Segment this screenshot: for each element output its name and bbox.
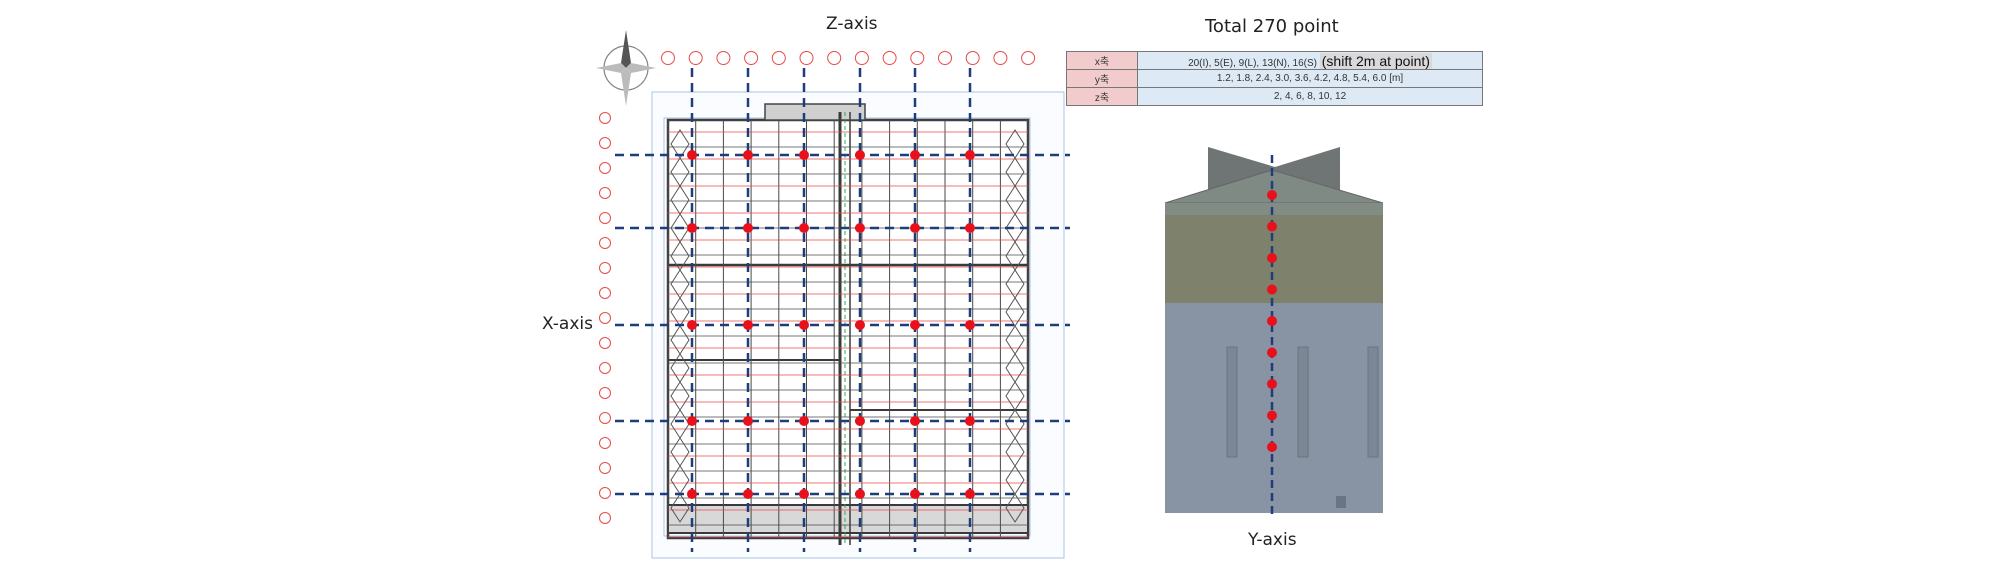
measurement-point (965, 416, 975, 426)
elevation-view (1164, 147, 1384, 513)
measurement-point (965, 150, 975, 160)
measurement-legend-table: x축 20(I), 5(E), 9(L), 13(N), 16(S) (shif… (1066, 51, 1483, 106)
grid-bubble-left (599, 162, 611, 174)
elevation-point (1267, 253, 1277, 263)
grid-bubble-left (599, 437, 611, 449)
grid-bubble-left (599, 337, 611, 349)
legend-value: 20(I), 5(E), 9(L), 13(N), 16(S) (shift 2… (1137, 51, 1483, 70)
measurement-point (799, 489, 809, 499)
elevation-point (1267, 379, 1277, 389)
grid-bubble-top (688, 51, 703, 65)
elevation-point (1267, 442, 1277, 452)
grid-bubble-left (599, 487, 611, 499)
measurement-point (965, 489, 975, 499)
measurement-point (799, 416, 809, 426)
legend-key: z축 (1066, 87, 1138, 106)
grid-bubble-top (716, 51, 731, 65)
grid-bubble-left (599, 462, 611, 474)
legend-value-text: 20(I), 5(E), 9(L), 13(N), 16(S) (1188, 57, 1317, 69)
shift-note: (shift 2m at point) (1319, 52, 1432, 69)
grid-bubble-left (599, 312, 611, 324)
grid-bubble-top (938, 51, 952, 65)
grid-bubble-left (599, 387, 611, 399)
measurement-point (855, 223, 865, 233)
legend-value: 2, 4, 6, 8, 10, 12 (1137, 87, 1483, 106)
measurement-point (799, 150, 809, 160)
diamond-brace (1005, 493, 1025, 523)
grid-bubble-left (599, 237, 611, 249)
grid-bubble-left (599, 412, 611, 424)
measurement-point (687, 320, 697, 330)
measurement-point (910, 416, 920, 426)
measurement-point (799, 320, 809, 330)
measurement-point (687, 150, 697, 160)
legend-key: x축 (1066, 51, 1138, 70)
grid-bubble-top (661, 51, 675, 65)
x-axis-label: X-axis (542, 314, 593, 334)
legend-value: 1.2, 1.8, 2.4, 3.0, 3.6, 4.2, 4.8, 5.4, … (1137, 69, 1483, 88)
measurement-point (910, 150, 920, 160)
grid-bubble-top (965, 51, 980, 65)
grid-bubble-top (993, 51, 1008, 65)
legend-row-y: y축 1.2, 1.8, 2.4, 3.0, 3.6, 4.2, 4.8, 5.… (1066, 69, 1483, 88)
measurement-point (855, 489, 865, 499)
measurement-point (799, 223, 809, 233)
measurement-point (743, 223, 753, 233)
grid-bubble-left (599, 187, 611, 199)
measurement-point (855, 416, 865, 426)
measurement-point (687, 489, 697, 499)
grid-bubble-top (799, 51, 814, 65)
grid-bubble-top (1021, 51, 1036, 65)
elevation-point (1267, 190, 1277, 200)
grid-bubble-left (599, 512, 611, 524)
measurement-point (855, 320, 865, 330)
grid-bubble-top (771, 51, 786, 65)
elevation-point (1267, 221, 1277, 232)
measurement-point (910, 320, 920, 330)
measurement-point (743, 416, 753, 426)
legend-key: y축 (1066, 69, 1138, 88)
chart-title: Total 270 point (1205, 16, 1339, 37)
elevation-point (1267, 347, 1277, 358)
z-axis-label: Z-axis (826, 14, 878, 34)
y-axis-label: Y-axis (1248, 530, 1297, 550)
legend-row-x: x축 20(I), 5(E), 9(L), 13(N), 16(S) (shif… (1066, 51, 1483, 70)
grid-bubble-left (599, 262, 611, 274)
grid-bubble-left (599, 212, 611, 224)
measurement-point (743, 150, 753, 160)
measurement-point (743, 489, 753, 499)
plan-measurement-points (687, 150, 975, 499)
diamond-brace (670, 493, 690, 523)
grid-bubble-left (599, 112, 611, 124)
measurement-point (910, 489, 920, 499)
measurement-point (965, 223, 975, 233)
measurement-point (743, 320, 753, 330)
grid-bubble-left (599, 362, 611, 374)
grid-bubble-left (599, 287, 611, 299)
measurement-point (965, 320, 975, 330)
grid-bubble-top (854, 51, 869, 65)
measurement-point (687, 416, 697, 426)
grid-bubble-top (744, 51, 759, 65)
compass-icon (596, 30, 656, 106)
elevation-point (1267, 284, 1277, 295)
elevation-measurement-points (1267, 190, 1277, 452)
measurement-point (687, 223, 697, 233)
legend-row-z: z축 2, 4, 6, 8, 10, 12 (1066, 87, 1483, 106)
measurement-point (910, 223, 920, 233)
measurement-point (855, 150, 865, 160)
structural-grid (667, 119, 1029, 538)
grid-bubble-top (910, 51, 925, 65)
grid-bubble-top (827, 51, 842, 65)
elevation-point (1267, 316, 1277, 326)
grid-bubble-top (882, 51, 897, 65)
grid-bubble-left (599, 137, 611, 149)
elevation-point (1267, 410, 1277, 421)
grid-bubbles (599, 51, 1036, 524)
